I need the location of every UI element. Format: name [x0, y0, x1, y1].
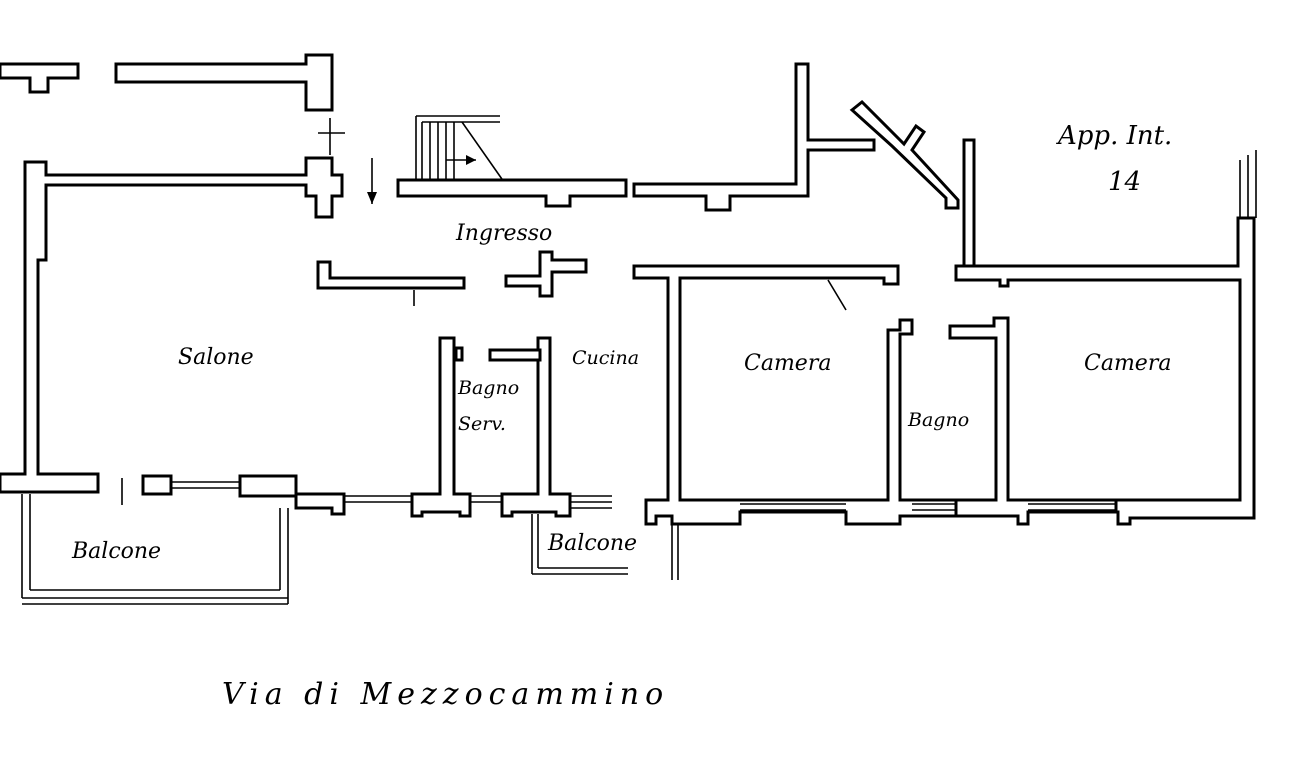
room-label-ingresso: Ingresso [455, 221, 552, 246]
room-label-salone: Salone [178, 345, 254, 370]
right-unit-windows [740, 503, 1116, 511]
front-facade-wall [141, 336, 572, 518]
balcone-1-outline [21, 494, 289, 605]
room-label-bagno: Bagno [907, 409, 969, 431]
salone-left-wall [0, 156, 344, 494]
right-corridor-wall [632, 62, 876, 212]
room-label-bagno-serv-line1: Bagno [457, 377, 519, 399]
entry-arrow-head [367, 192, 377, 204]
street-label: Via di Mezzocammino [222, 677, 669, 712]
balcone-2-outline [531, 514, 679, 580]
diagonal-walls [849, 99, 976, 268]
room-label-camera-1: Camera [744, 351, 831, 376]
stair [415, 115, 505, 183]
room-label-balcone-1: Balcone [71, 539, 161, 564]
room-label-bagno-serv-line2: Serv. [458, 413, 506, 435]
room-label-cucina: Cucina [572, 347, 639, 369]
unit-label-line2: 14 [1108, 167, 1141, 197]
door-swing-line [827, 279, 847, 311]
top-wall-segment [114, 53, 334, 112]
ingresso-inner-walls [316, 250, 588, 298]
windows [172, 481, 612, 509]
ingresso-top-wall [396, 178, 628, 208]
room-label-balcone-2: Balcone [547, 531, 637, 556]
room-label-camera-2: Camera [1084, 351, 1171, 376]
right-edge-lines [1239, 150, 1257, 218]
unit-label-line1: App. Int. [1056, 121, 1172, 151]
top-left-wall-fragment [0, 62, 80, 94]
